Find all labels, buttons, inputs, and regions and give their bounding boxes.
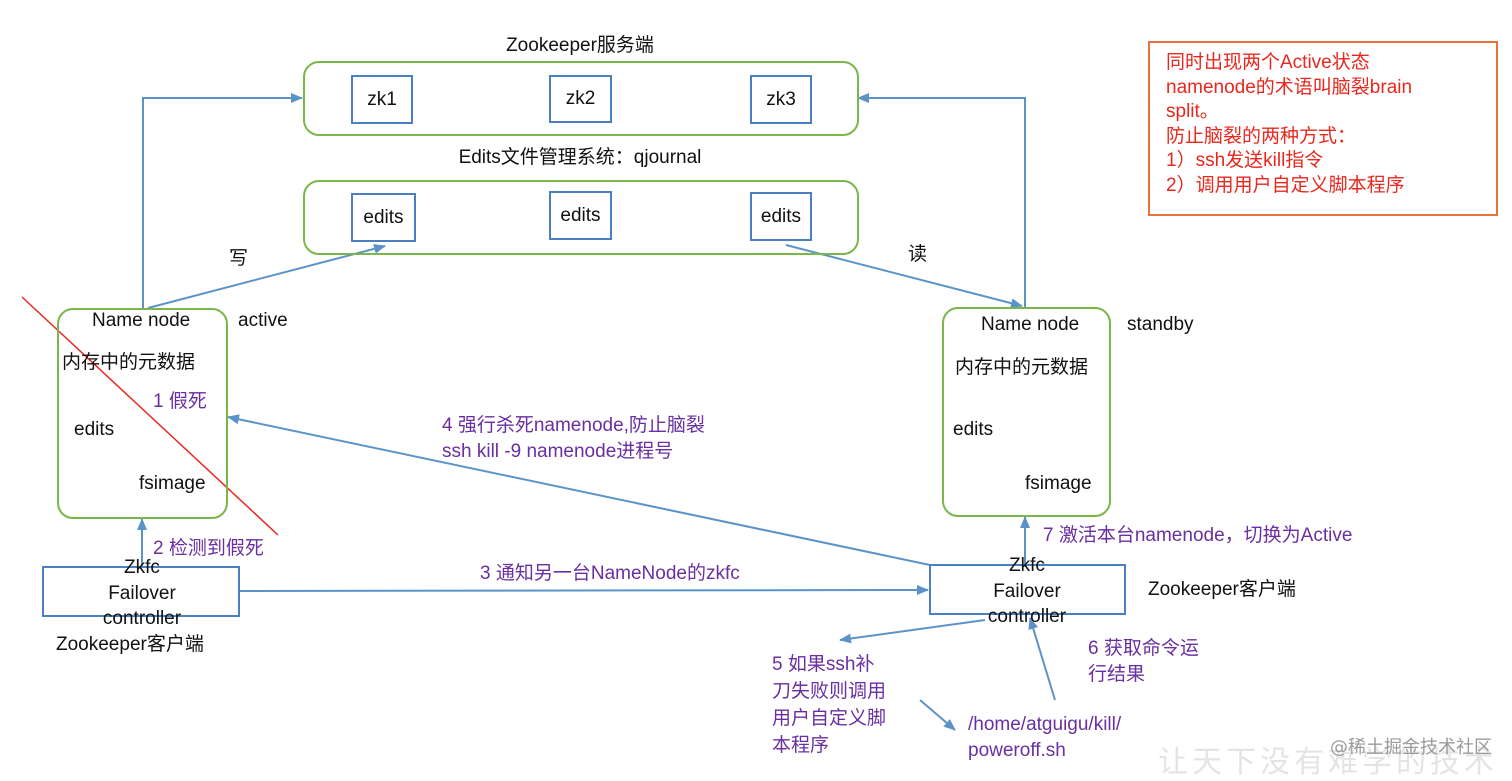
step-5-line-3: 用户自定义脚	[772, 708, 887, 729]
zk1-node: zk1	[351, 75, 413, 124]
step-4-line-1: 4 强行杀死namenode,防止脑裂	[442, 415, 705, 436]
step-2-label: 2 检测到假死	[153, 538, 264, 559]
right-zkfc-line-3: controller	[987, 606, 1067, 627]
active-fsimage-label: fsimage	[139, 473, 206, 494]
arrow-write-edits	[147, 243, 386, 309]
zk2-node: zk2	[549, 75, 612, 123]
right-zkfc-label: Zkfc Failover controller	[977, 553, 1077, 630]
left-zkfc-line-1: Zkfc	[124, 557, 160, 578]
zk3-node: zk3	[750, 75, 812, 124]
left-zkfc-label: Zkfc Failover controller	[92, 555, 192, 632]
arrow-to-script	[919, 699, 956, 731]
zookeeper-server-title: Zookeeper服务端	[506, 35, 654, 56]
active-namenode-box	[57, 308, 228, 519]
note-line-5: 1）ssh发送kill指令	[1166, 150, 1324, 171]
note-line-3: split。	[1166, 101, 1219, 122]
edits-node-2: edits	[549, 191, 612, 240]
edits-system-title: Edits文件管理系统：qjournal	[458, 147, 702, 168]
arrow-fallback-script	[839, 619, 986, 644]
write-label: 写	[229, 248, 249, 269]
step-7-label: 7 激活本台namenode，切换为Active	[1043, 525, 1353, 546]
arrow-standby-to-zookeeper	[857, 93, 1026, 308]
active-namenode-title: Name node	[92, 310, 191, 331]
step-5-line-4: 本程序	[772, 735, 830, 756]
edits-system-container	[303, 180, 859, 255]
active-edits-label: edits	[74, 419, 115, 440]
step-5-label: 5 如果ssh补 刀失败则调用 用户自定义脚 本程序	[772, 651, 886, 759]
step-6-line-2: 行结果	[1088, 663, 1146, 685]
standby-metadata-label: 内存中的元数据	[955, 357, 1089, 378]
active-state-label: active	[238, 310, 288, 331]
right-zkfc-box	[929, 564, 1126, 615]
split-brain-note: 同时出现两个Active状态 namenode的术语叫脑裂brain split…	[1148, 41, 1498, 216]
standby-edits-label: edits	[953, 419, 994, 440]
right-zookeeper-client-label: Zookeeper客户端	[1148, 579, 1296, 600]
script-path-label: /home/atguigu/kill/ poweroff.sh	[968, 712, 1121, 763]
step-3-label: 3 通知另一台NameNode的zkfc	[480, 563, 740, 584]
left-zkfc-line-2: Failover	[108, 582, 176, 604]
step-4-label: 4 强行杀死namenode,防止脑裂 ssh kill -9 namenode…	[442, 413, 705, 464]
step-6-line-1: 6 获取命令运	[1088, 638, 1199, 659]
edits-node-3: edits	[750, 192, 812, 241]
right-zkfc-line-1: Zkfc	[1009, 555, 1045, 576]
arrow-read-edits	[785, 244, 1023, 309]
step-4-line-2: ssh kill -9 namenode进程号	[442, 440, 674, 462]
arrow-notify-zkfc	[239, 585, 929, 596]
script-path-line-2: poweroff.sh	[968, 739, 1066, 761]
read-label: 读	[908, 244, 928, 265]
step-6-label: 6 获取命令运 行结果	[1088, 636, 1199, 687]
note-line-1: 同时出现两个Active状态	[1166, 52, 1370, 73]
left-zkfc-line-3: controller	[102, 608, 182, 629]
active-metadata-label: 内存中的元数据	[62, 352, 196, 373]
standby-namenode-box	[942, 307, 1111, 517]
zookeeper-server-container	[303, 61, 859, 136]
right-zkfc-line-2: Failover	[993, 580, 1061, 602]
left-zkfc-box	[42, 566, 240, 617]
script-path-line-1: /home/atguigu/kill/	[968, 714, 1122, 735]
step-5-line-1: 5 如果ssh补	[772, 654, 875, 675]
left-zookeeper-client-label: Zookeeper客户端	[56, 634, 204, 655]
arrow-script-result	[1028, 617, 1056, 701]
site-watermark: @稀土掘金技术社区	[1330, 737, 1492, 758]
calligraphy-watermark: 让天下没有难学的技术	[1158, 745, 1498, 780]
edits-node-1: edits	[351, 193, 416, 242]
standby-state-label: standby	[1127, 314, 1194, 335]
arrow-ssh-kill	[227, 414, 931, 566]
note-line-2: namenode的术语叫脑裂brain	[1166, 76, 1413, 98]
arrow-active-to-zookeeper	[142, 93, 303, 308]
standby-namenode-title: Name node	[981, 314, 1080, 335]
note-line-6: 2）调用用户自定义脚本程序	[1166, 174, 1405, 196]
fake-death-strike	[21, 296, 279, 536]
standby-fsimage-label: fsimage	[1025, 473, 1092, 494]
step-1-label: 1 假死	[153, 391, 207, 412]
note-line-4: 防止脑裂的两种方式：	[1166, 125, 1357, 147]
step-5-line-2: 刀失败则调用	[772, 681, 887, 702]
